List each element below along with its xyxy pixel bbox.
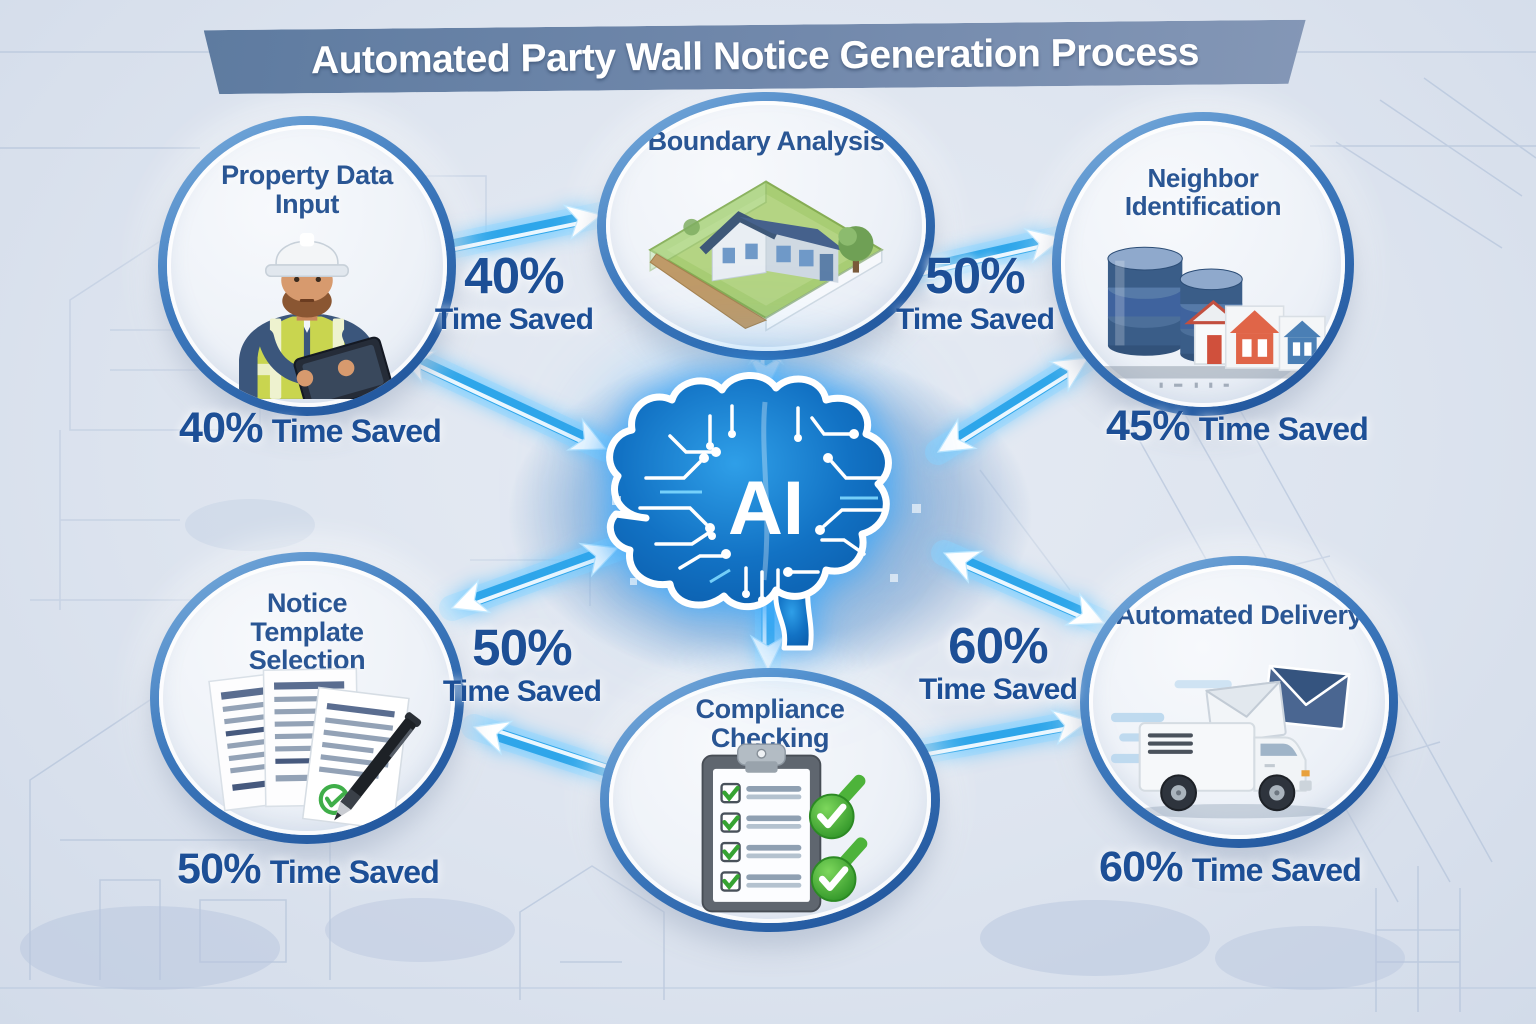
arrow-ai-neighbor <box>925 345 1101 465</box>
delivery-truck-icon <box>1111 664 1351 819</box>
compliance-checklist-icon <box>701 743 868 913</box>
node-neighbor-inner: Neighbor Identification <box>1061 121 1345 407</box>
flow-text: Time Saved <box>442 675 602 708</box>
arrow-ai-delivery <box>931 540 1117 636</box>
surveyor-tablet-icon <box>239 233 393 399</box>
node-title-property: Property Data Input <box>221 160 393 219</box>
node-title-neighbor: Neighbor Identification <box>1124 163 1282 221</box>
delivery-time-saved: 60%Time Saved <box>1050 843 1410 892</box>
flow-text: Time Saved <box>918 673 1078 706</box>
notice-saved-percent: 50% <box>177 845 261 893</box>
flow-percent: 60% <box>948 617 1048 674</box>
title-banner: Automated Party Wall Notice Generation P… <box>204 20 1307 95</box>
node-title-boundary: Boundary Analysis <box>647 126 885 156</box>
neighbor-time-saved: 45%Time Saved <box>1057 402 1417 451</box>
property-saved-text: Time Saved <box>271 413 442 449</box>
neighbor-saved-percent: 45% <box>1106 402 1190 450</box>
delivery-saved-text: Time Saved <box>1191 852 1362 888</box>
node-property-inner: Property Data Input <box>167 125 447 407</box>
property-time-saved: 40%Time Saved <box>130 404 490 453</box>
page-title: Automated Party Wall Notice Generation P… <box>310 30 1200 83</box>
neighbor-saved-text: Time Saved <box>1198 411 1369 447</box>
ai-brain-icon: AI <box>606 372 921 651</box>
notice-time-saved: 50%Time Saved <box>128 845 488 894</box>
database-houses-icon <box>1085 246 1326 388</box>
arrow-boundary-to-neighbor <box>895 225 1075 286</box>
notice-saved-text: Time Saved <box>269 854 440 890</box>
flow-percent: 50% <box>925 247 1025 304</box>
node-neighbor-identification: Neighbor Identification <box>1052 112 1354 416</box>
node-title-delivery: Automated Delivery <box>1115 600 1363 630</box>
flow-label-property-boundary: 40% Time Saved <box>404 250 624 335</box>
flow-text: Time Saved <box>895 303 1055 336</box>
property-saved-percent: 40% <box>179 404 263 452</box>
flow-percent: 40% <box>464 247 564 304</box>
delivery-saved-percent: 60% <box>1099 843 1183 891</box>
flow-percent: 50% <box>472 619 572 676</box>
arrow-ai-notice <box>439 535 631 621</box>
node-boundary-analysis: Boundary Analysis <box>597 92 935 360</box>
node-compliance-checking: Compliance Checking <box>600 668 940 932</box>
house-plot-icon <box>648 180 884 332</box>
node-notice-inner: Notice Template Selection <box>159 561 455 835</box>
node-compliance-inner: Compliance Checking <box>609 677 931 923</box>
node-notice-template-selection: Notice Template Selection <box>150 552 464 844</box>
node-property-data-input: Property Data Input <box>158 116 456 416</box>
node-delivery-inner: Automated Delivery <box>1089 565 1389 839</box>
arrow-property-to-boundary <box>429 202 614 261</box>
flow-label-ai-notice: 50% Time Saved <box>412 622 632 707</box>
documents-pen-icon <box>208 667 422 831</box>
ai-label: AI <box>728 466 804 551</box>
flow-label-ai-delivery: 60% Time Saved <box>888 620 1108 705</box>
flow-label-boundary-neighbor: 50% Time Saved <box>865 250 1085 335</box>
ai-brain: AI <box>560 358 970 688</box>
node-boundary-inner: Boundary Analysis <box>606 101 926 351</box>
node-automated-delivery: Automated Delivery <box>1080 556 1398 848</box>
flow-text: Time Saved <box>434 303 594 336</box>
